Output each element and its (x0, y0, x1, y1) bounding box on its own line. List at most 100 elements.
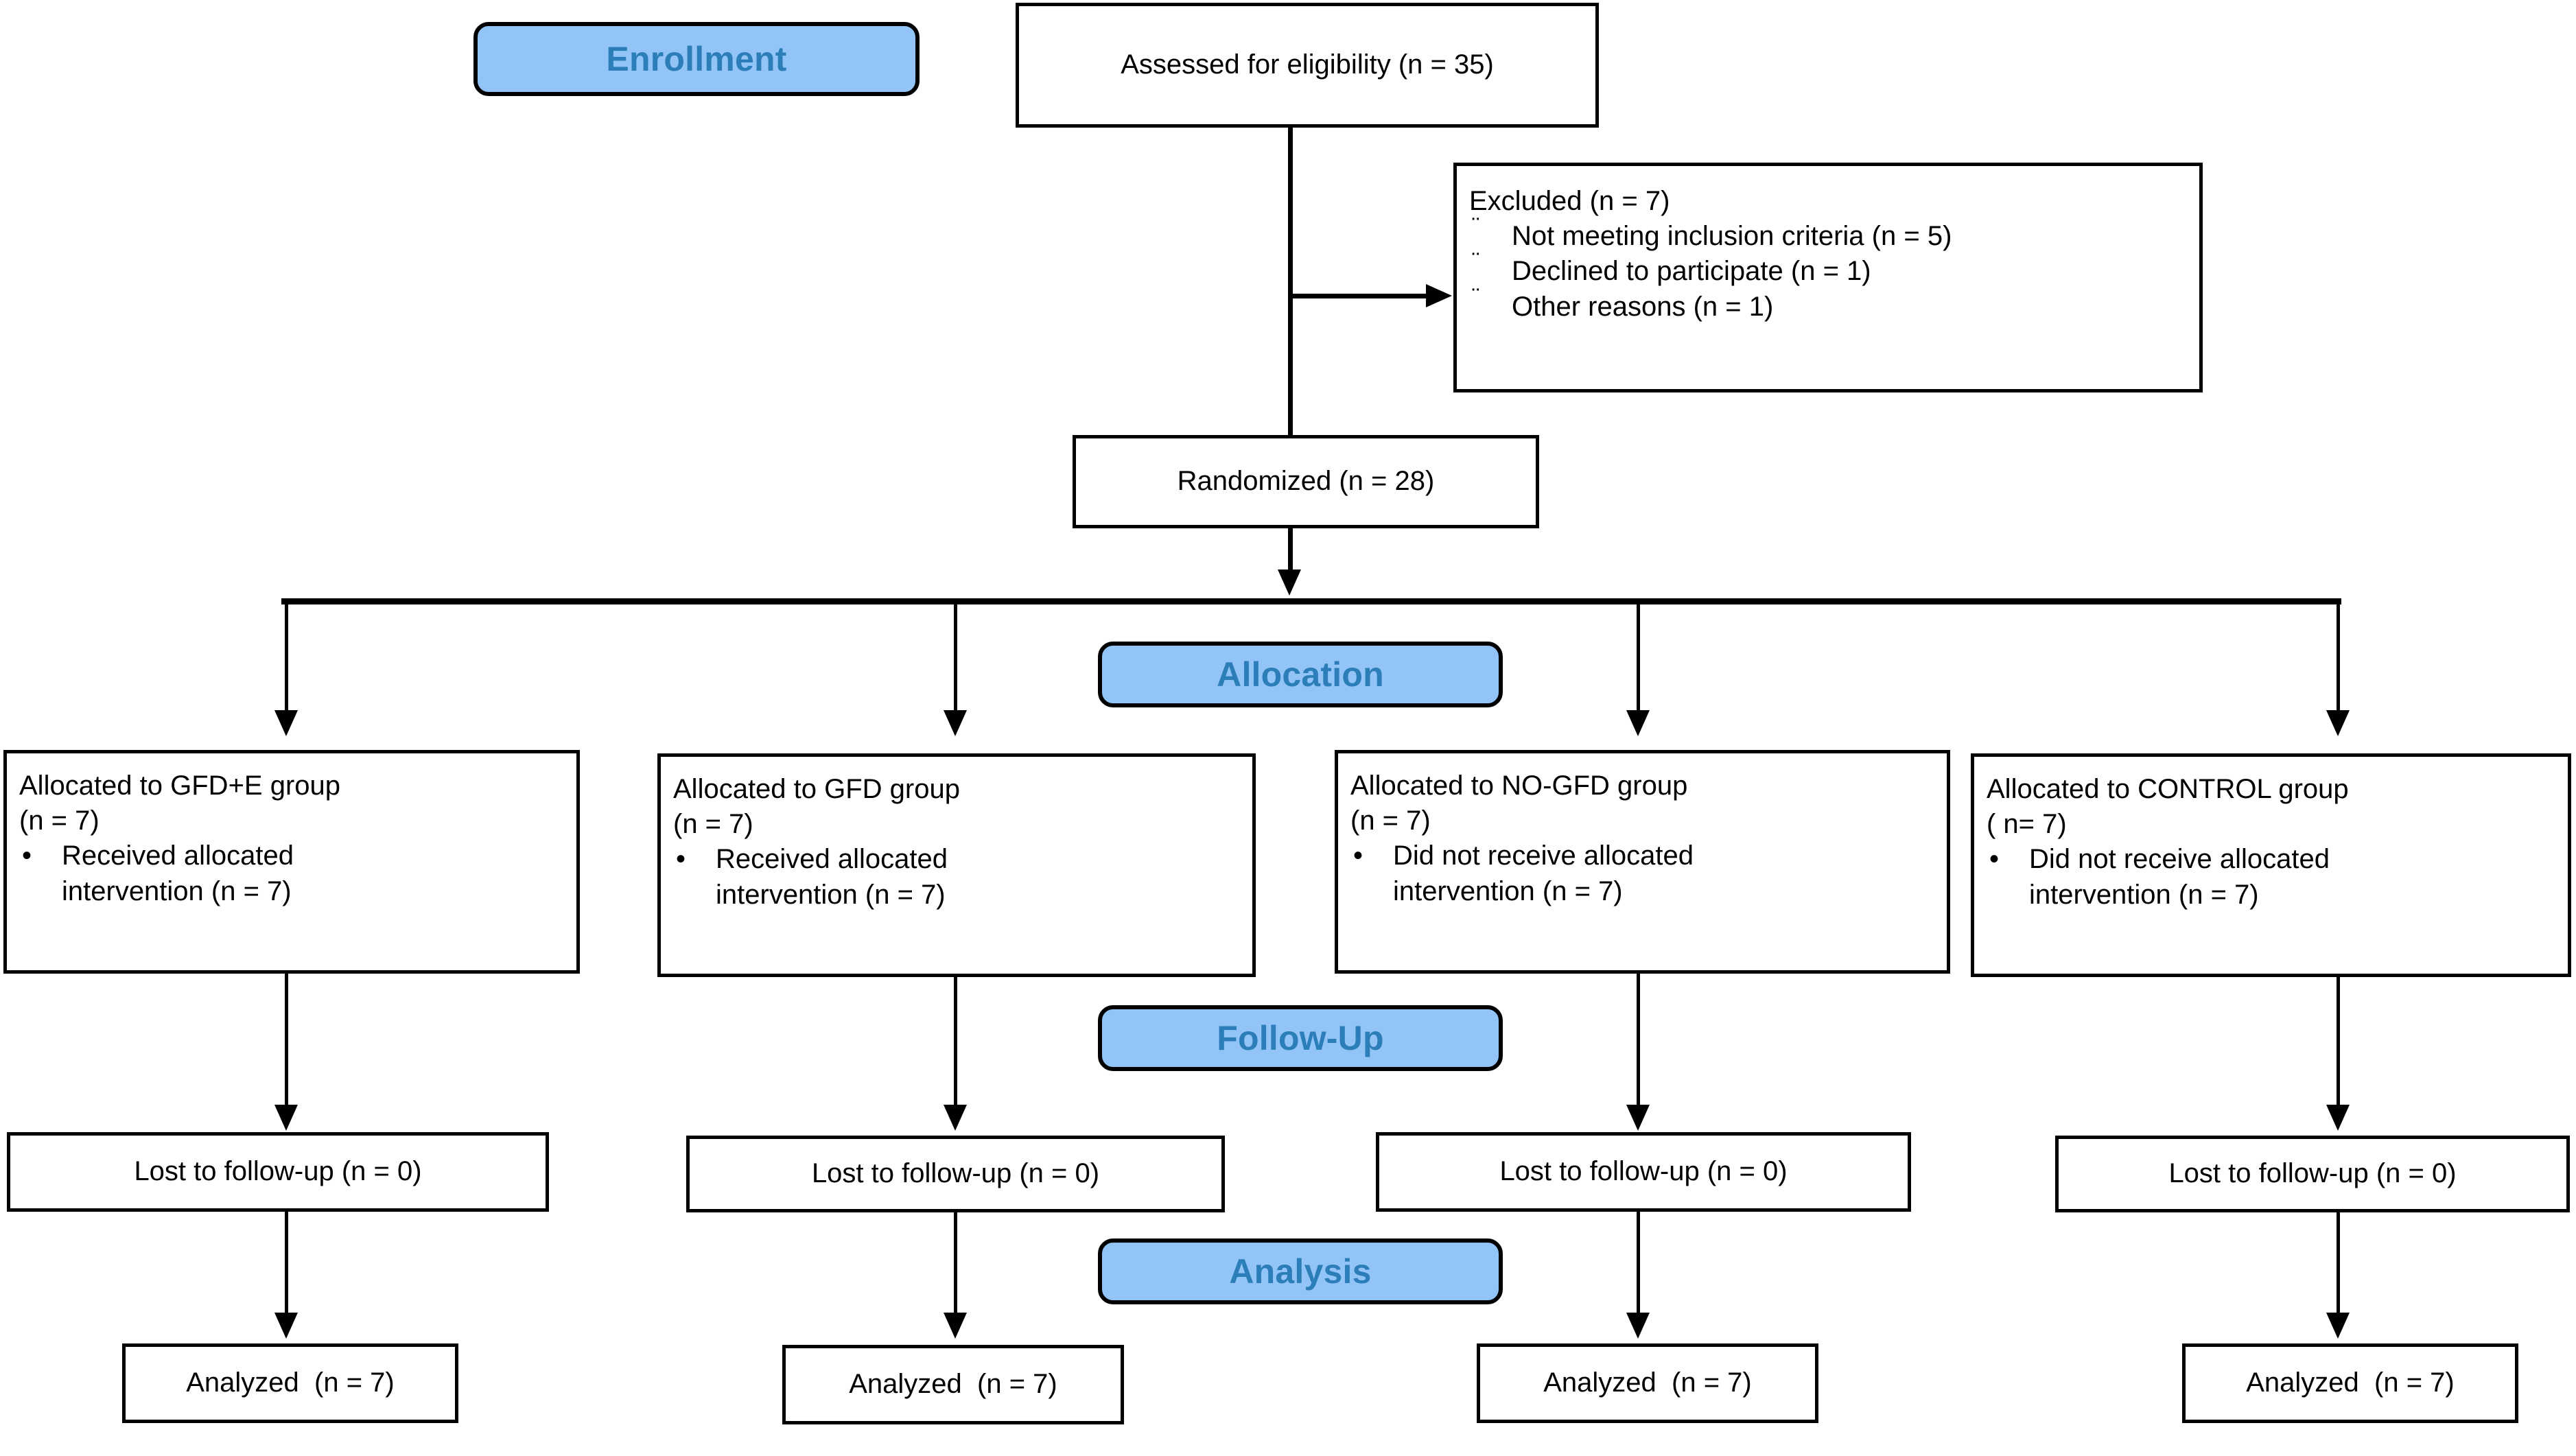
allocation-arm-detail-list: • Did not receive allocated intervention… (1350, 838, 1934, 908)
allocation-arm-title: Allocated to CONTROL group (1987, 774, 2349, 804)
connector-followup-1-to-analysis (285, 1212, 288, 1316)
connector-arm-3-to-followup (1637, 974, 1640, 1108)
excluded-reason-list: ¨ Not meeting inclusion criteria (n = 5)… (1469, 213, 2187, 325)
allocation-arm-count: ( n= 7) (1987, 809, 2067, 840)
box-assessed-for-eligibility: Assessed for eligibility (n = 35) (1016, 3, 1599, 128)
round-bullet-icon: • (22, 841, 32, 871)
stage-badge-analysis: Analysis (1098, 1238, 1503, 1304)
connector-followup-2-to-analysis (954, 1212, 957, 1316)
excluded-reason-text: Not meeting inclusion criteria (n = 5) (1512, 221, 1952, 252)
stage-badge-enrollment-label: Enrollment (606, 40, 787, 78)
box-allocation-arm-3: Allocated to NO-GFD group (n = 7) • Did … (1335, 750, 1950, 974)
connector-bus-to-arm-4 (2337, 604, 2340, 714)
allocation-arm-detail-line-1: Received allocated (62, 841, 294, 871)
connector-bus-to-arm-2-arrowhead (944, 710, 967, 736)
stage-badge-analysis-label: Analysis (1229, 1252, 1372, 1291)
connector-to-excluded-arrowhead (1426, 284, 1452, 307)
connector-bus-to-arm-1-arrowhead (274, 710, 298, 736)
allocation-arm-title: Allocated to NO-GFD group (1350, 771, 1688, 801)
connector-arm-3-to-followup-arrowhead (1626, 1105, 1650, 1131)
followup-arm-text: Lost to follow-up (n = 0) (2168, 1158, 2457, 1189)
stage-badge-enrollment: Enrollment (473, 22, 920, 96)
allocation-arm-count: (n = 7) (1350, 806, 1431, 836)
analysis-arm-text: Analyzed (n = 7) (849, 1369, 1057, 1400)
excluded-title: Excluded (n = 7) (1469, 186, 1670, 216)
connector-followup-3-to-analysis (1637, 1212, 1640, 1316)
allocation-arm-detail-line-2: intervention (n = 7) (716, 879, 946, 910)
round-bullet-icon: • (676, 844, 686, 875)
allocation-arm-detail-line-1: Did not receive allocated (1393, 841, 1694, 871)
allocation-arm-detail-list: • Received allocated intervention (n = 7… (19, 838, 564, 908)
connector-bus-to-arm-1 (285, 604, 288, 714)
connector-arm-4-to-followup-arrowhead (2326, 1105, 2350, 1131)
connector-followup-4-to-analysis-arrowhead (2326, 1313, 2350, 1339)
allocation-arm-detail-item: • Did not receive allocated intervention… (1350, 838, 1934, 908)
box-randomized: Randomized (n = 28) (1073, 435, 1539, 528)
connector-arm-1-to-followup (285, 974, 288, 1108)
assessed-for-eligibility-text: Assessed for eligibility (n = 35) (1121, 49, 1494, 80)
allocation-arm-detail-item: • Received allocated intervention (n = 7… (673, 842, 1240, 912)
stage-badge-allocation-label: Allocation (1217, 655, 1384, 694)
round-bullet-icon: • (1353, 841, 1363, 871)
box-allocation-arm-2: Allocated to GFD group (n = 7) • Receive… (657, 753, 1256, 977)
connector-arm-4-to-followup (2337, 977, 2340, 1108)
stage-badge-followup-label: Follow-Up (1217, 1019, 1384, 1057)
connector-followup-4-to-analysis (2337, 1212, 2340, 1316)
diaeresis-bullet-icon: ¨ (1472, 283, 1480, 310)
connector-bus-to-arm-3-arrowhead (1626, 710, 1650, 736)
allocation-distribution-bus (281, 598, 2341, 604)
connector-followup-3-to-analysis-arrowhead (1626, 1313, 1650, 1339)
box-followup-arm-1: Lost to follow-up (n = 0) (7, 1132, 549, 1212)
box-analysis-arm-4: Analyzed (n = 7) (2182, 1343, 2518, 1423)
box-followup-arm-4: Lost to follow-up (n = 0) (2055, 1136, 2570, 1212)
connector-randomized-to-bus (1288, 528, 1293, 574)
analysis-arm-text: Analyzed (n = 7) (186, 1367, 395, 1398)
randomized-text: Randomized (n = 28) (1177, 466, 1435, 497)
connector-to-excluded (1288, 294, 1431, 298)
allocation-arm-title: Allocated to GFD group (673, 774, 960, 804)
allocation-arm-detail-item: • Did not receive allocated intervention… (1987, 842, 2555, 912)
box-allocation-arm-1: Allocated to GFD+E group (n = 7) • Recei… (3, 750, 580, 974)
excluded-reason-text: Other reasons (n = 1) (1512, 291, 1774, 322)
excluded-reason-text: Declined to participate (n = 1) (1512, 256, 1871, 287)
box-analysis-arm-3: Analyzed (n = 7) (1477, 1343, 1818, 1423)
excluded-reason-item: ¨ Other reasons (n = 1) (1469, 283, 2187, 325)
excluded-reason-item: ¨ Declined to participate (n = 1) (1469, 248, 2187, 289)
analysis-arm-text: Analyzed (n = 7) (2246, 1367, 2455, 1398)
allocation-arm-detail-line-1: Received allocated (716, 844, 948, 875)
diaeresis-bullet-icon: ¨ (1472, 213, 1480, 240)
allocation-arm-count: (n = 7) (19, 806, 99, 836)
connector-assessed-to-randomized (1288, 128, 1293, 436)
followup-arm-text: Lost to follow-up (n = 0) (134, 1156, 422, 1187)
excluded-reason-item: ¨ Not meeting inclusion criteria (n = 5) (1469, 213, 2187, 254)
allocation-arm-detail-item: • Received allocated intervention (n = 7… (19, 838, 564, 908)
allocation-arm-detail-line-1: Did not receive allocated (2029, 844, 2330, 875)
stage-badge-allocation: Allocation (1098, 642, 1503, 707)
connector-bus-to-arm-4-arrowhead (2326, 710, 2350, 736)
box-followup-arm-3: Lost to follow-up (n = 0) (1376, 1132, 1911, 1212)
connector-bus-to-arm-2 (954, 604, 957, 714)
connector-followup-2-to-analysis-arrowhead (944, 1313, 967, 1339)
connector-arm-2-to-followup-arrowhead (944, 1105, 967, 1131)
followup-arm-text: Lost to follow-up (n = 0) (811, 1158, 1100, 1189)
box-analysis-arm-1: Analyzed (n = 7) (122, 1343, 458, 1423)
box-allocation-arm-4: Allocated to CONTROL group ( n= 7) • Did… (1971, 753, 2571, 977)
allocation-arm-count: (n = 7) (673, 809, 753, 840)
connector-bus-to-arm-3 (1637, 604, 1640, 714)
allocation-arm-detail-line-2: intervention (n = 7) (62, 876, 292, 906)
analysis-arm-text: Analyzed (n = 7) (1543, 1367, 1752, 1398)
connector-followup-1-to-analysis-arrowhead (274, 1313, 298, 1339)
diaeresis-bullet-icon: ¨ (1472, 248, 1480, 275)
box-followup-arm-2: Lost to follow-up (n = 0) (686, 1136, 1225, 1212)
allocation-arm-detail-line-2: intervention (n = 7) (2029, 879, 2259, 910)
connector-arm-1-to-followup-arrowhead (274, 1105, 298, 1131)
allocation-arm-detail-list: • Did not receive allocated intervention… (1987, 842, 2555, 912)
stage-badge-followup: Follow-Up (1098, 1005, 1503, 1071)
box-excluded: Excluded (n = 7) ¨ Not meeting inclusion… (1453, 163, 2203, 392)
allocation-arm-detail-list: • Received allocated intervention (n = 7… (673, 842, 1240, 912)
followup-arm-text: Lost to follow-up (n = 0) (1499, 1156, 1788, 1187)
round-bullet-icon: • (1989, 844, 2000, 875)
connector-arm-2-to-followup (954, 977, 957, 1108)
connector-randomized-arrowhead (1278, 570, 1301, 596)
